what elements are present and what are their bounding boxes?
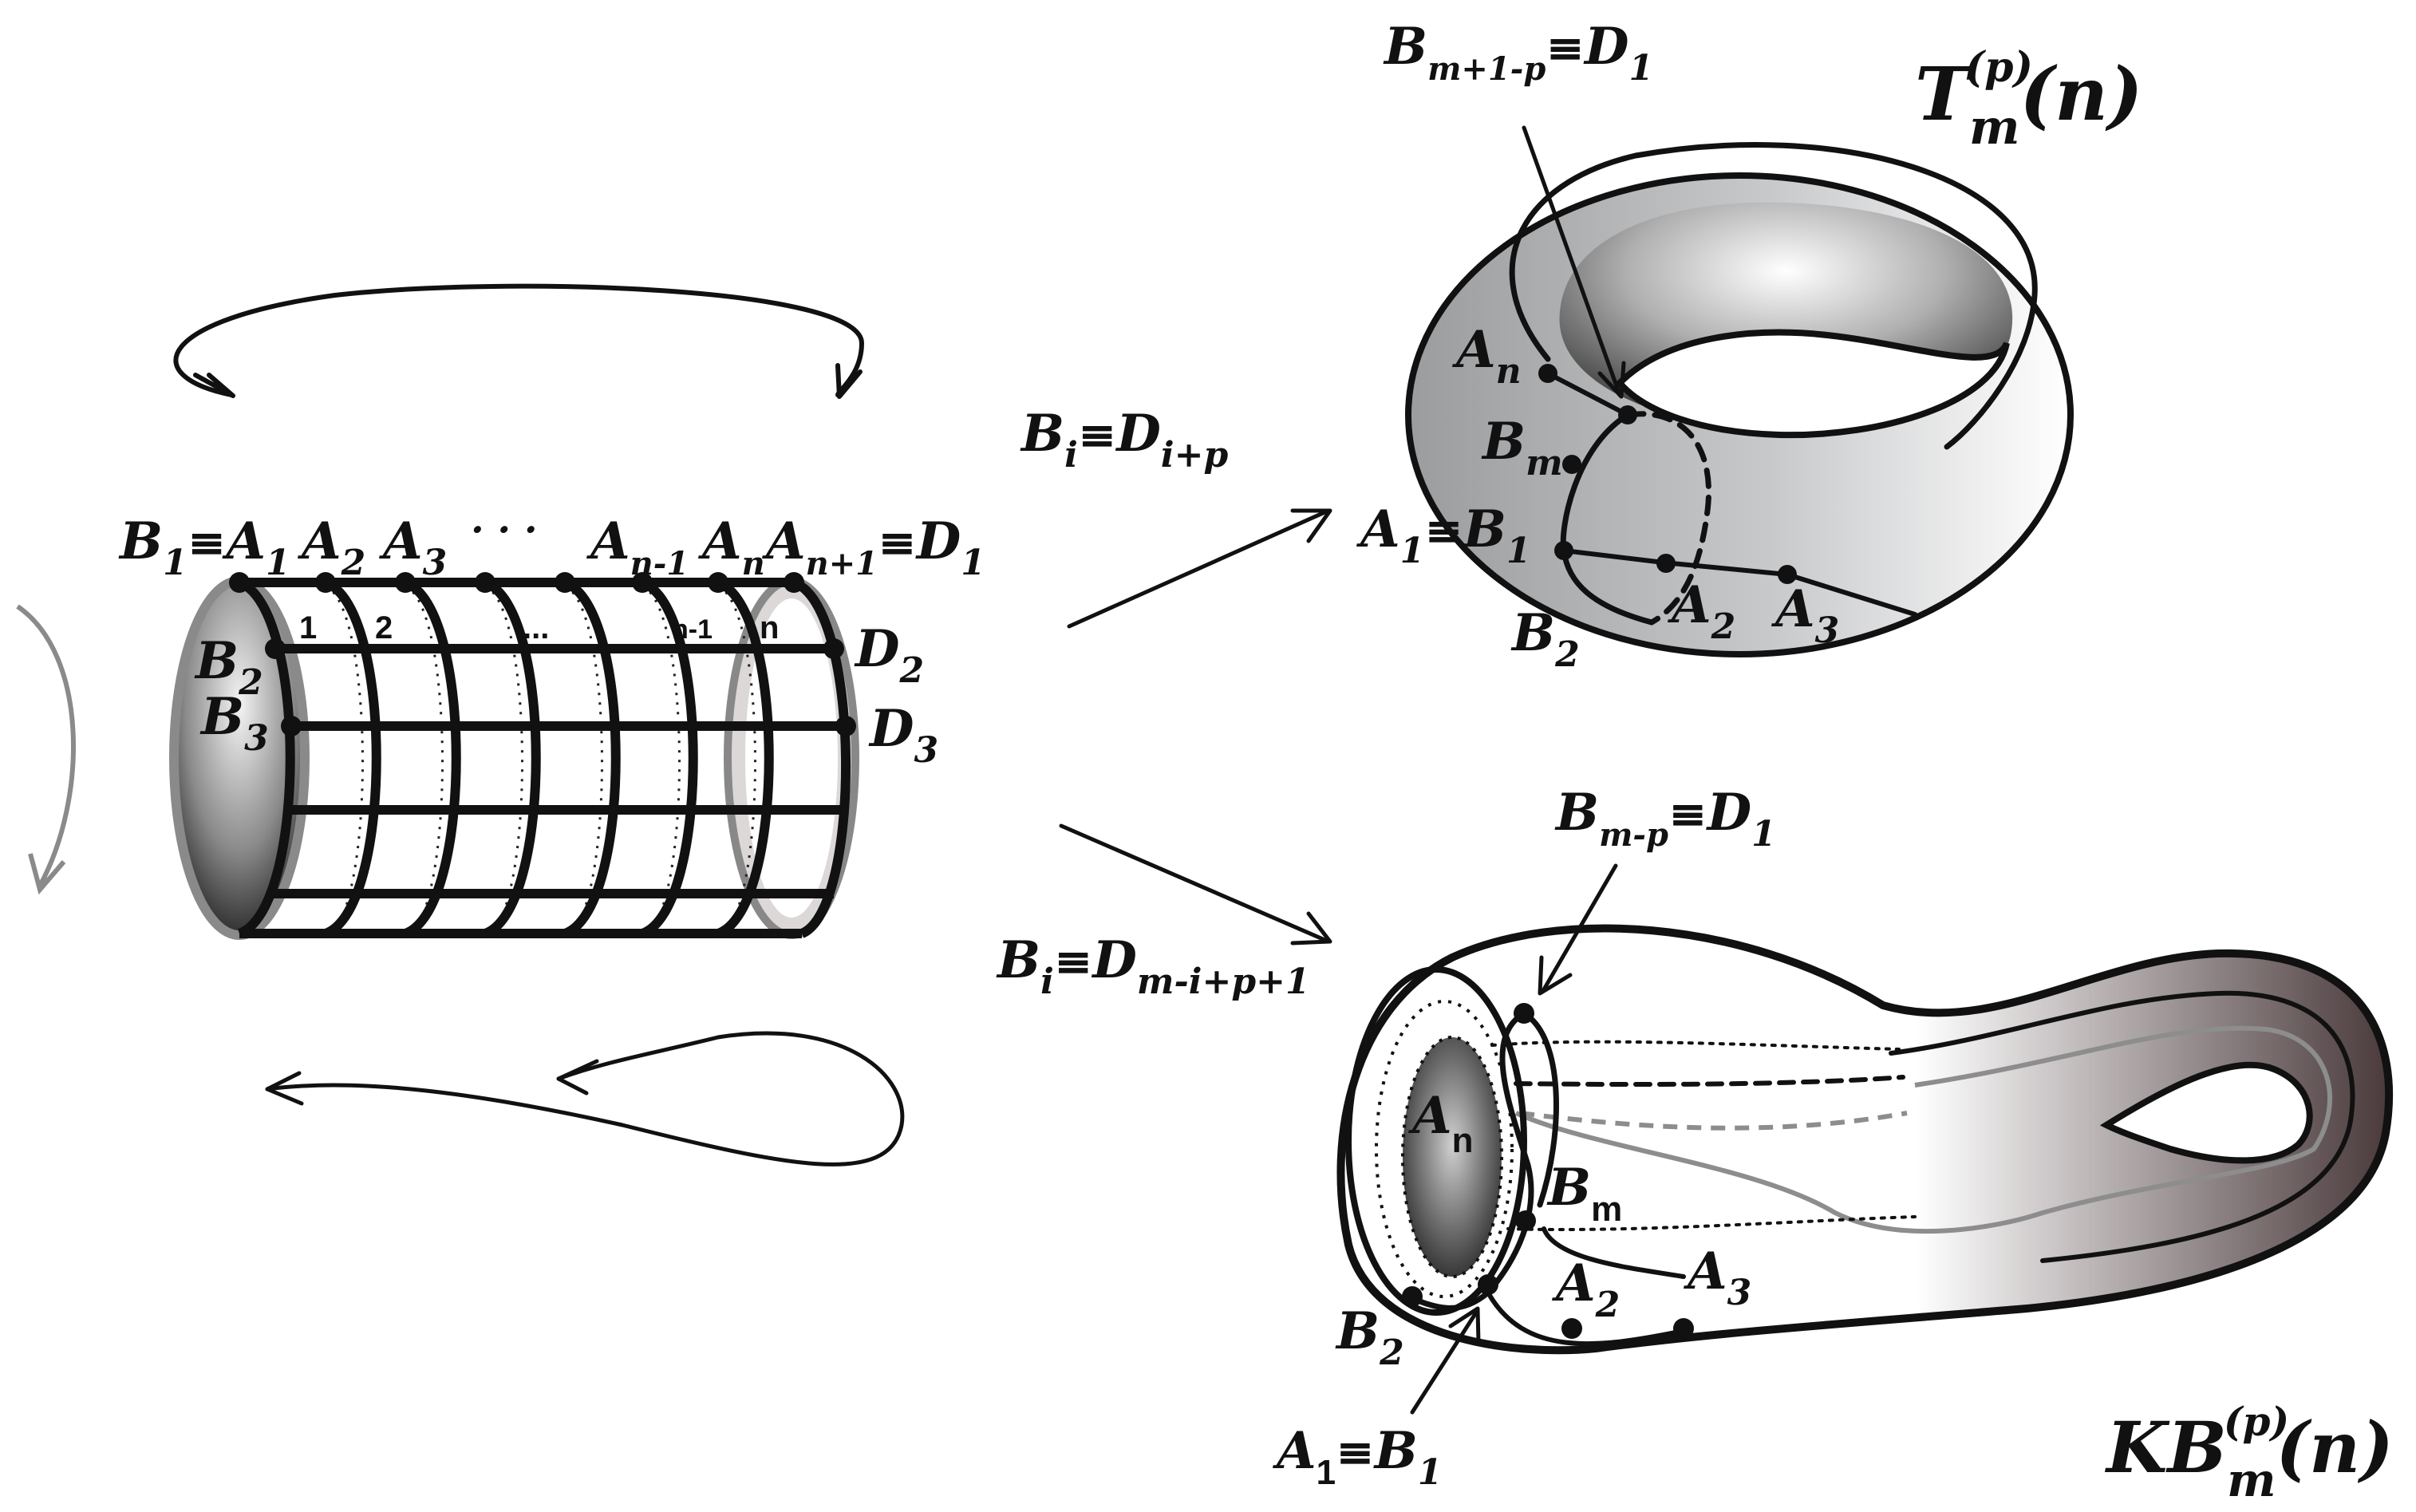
torus-meridian-back: [1624, 411, 1711, 626]
torus-label-b2: B2: [1510, 603, 1580, 675]
torus-vertices: [1538, 364, 1797, 584]
torus-figure: Bm+1-p≡D1 T(p)m(n) An Bm A1≡B1 A2 A3 B2: [1356, 17, 2143, 675]
cyl-label-b3: B3: [199, 687, 269, 759]
klein-label-a1-b1: A1≡B1: [1273, 1421, 1442, 1493]
cell-label-n-1: n-1: [672, 614, 713, 645]
klein-title: KB(p)m(n): [2104, 1398, 2394, 1507]
torus-title: T(p)m(n): [1915, 43, 2143, 156]
arrow-to-torus: [1067, 508, 1331, 629]
klein-label-b2: B2: [1335, 1301, 1404, 1373]
top-curved-arrow: [173, 283, 864, 397]
rule-torus: Bi≡Di+p: [1020, 404, 1229, 476]
torus-top-label: Bm+1-p≡D1: [1383, 17, 1653, 89]
cell-label-2: 2: [375, 610, 393, 645]
torus-label-a1-b1: A1≡B1: [1356, 499, 1531, 571]
cyl-label-b1: B1≡A1: [118, 511, 290, 583]
cylinder-figure: B1≡A1 A2 A3 · · · An-1 An An+1≡D1 1 2 ..…: [16, 283, 985, 1167]
cell-label-n: n: [760, 610, 779, 645]
klein-body: [1336, 924, 2394, 1355]
left-gray-arrow: [16, 604, 76, 887]
cyl-label-d2: D2: [854, 619, 924, 691]
klein-top-label: Bm-p≡D1: [1554, 783, 1776, 855]
klein-meridian: [1405, 1010, 1534, 1311]
cyl-label-an+1: An+1≡D1: [762, 511, 985, 583]
cyl-label-a2: A2: [298, 511, 365, 583]
klein-label-bm: Bm: [1546, 1158, 1622, 1229]
cylinder-front-arcs: [237, 578, 851, 938]
torus-inner-loop: [1509, 142, 2038, 450]
torus-label-a2: A2: [1668, 575, 1735, 647]
klein-figure: Bm-p≡D1 An Bm A2 A3 B2 A1≡B1 KB(p)m(n): [1273, 783, 2394, 1507]
cyl-label-d3: D3: [868, 699, 938, 771]
klein-label-a2: A2: [1552, 1253, 1620, 1325]
cyl-label-an: An: [698, 511, 765, 582]
bottom-twisted-arrow: [265, 1031, 905, 1167]
klein-loop-hole: [2099, 1061, 2313, 1164]
torus-label-a3: A3: [1771, 579, 1839, 651]
cylinder-hole: [169, 576, 310, 940]
torus-label-an: An: [1452, 320, 1522, 392]
klein-outer-rim: [1345, 966, 1527, 1316]
torus-label-bm: Bm: [1481, 412, 1563, 484]
cell-label-ellipsis: ...: [523, 610, 549, 645]
klein-label-an: An: [1408, 1086, 1474, 1160]
arrow-to-klein: [1059, 823, 1331, 944]
cyl-label-dots: · · ·: [471, 507, 538, 552]
klein-hole: [1401, 1036, 1503, 1278]
cell-label-1: 1: [299, 610, 317, 645]
cyl-label-b2: B2: [194, 631, 263, 703]
cylinder-back-rings: [325, 585, 756, 939]
mapping-arrows: Bi≡Di+p Bi≡Dm-i+p+1: [996, 404, 1332, 1002]
cylinder-vertices: [229, 572, 856, 736]
cyl-label-an-1: An-1: [586, 511, 689, 582]
cyl-label-a3: A3: [379, 511, 447, 583]
rule-klein: Bi≡Dm-i+p+1: [996, 930, 1310, 1002]
klein-vertices: [1402, 1003, 1694, 1339]
klein-label-a3: A3: [1684, 1242, 1751, 1313]
